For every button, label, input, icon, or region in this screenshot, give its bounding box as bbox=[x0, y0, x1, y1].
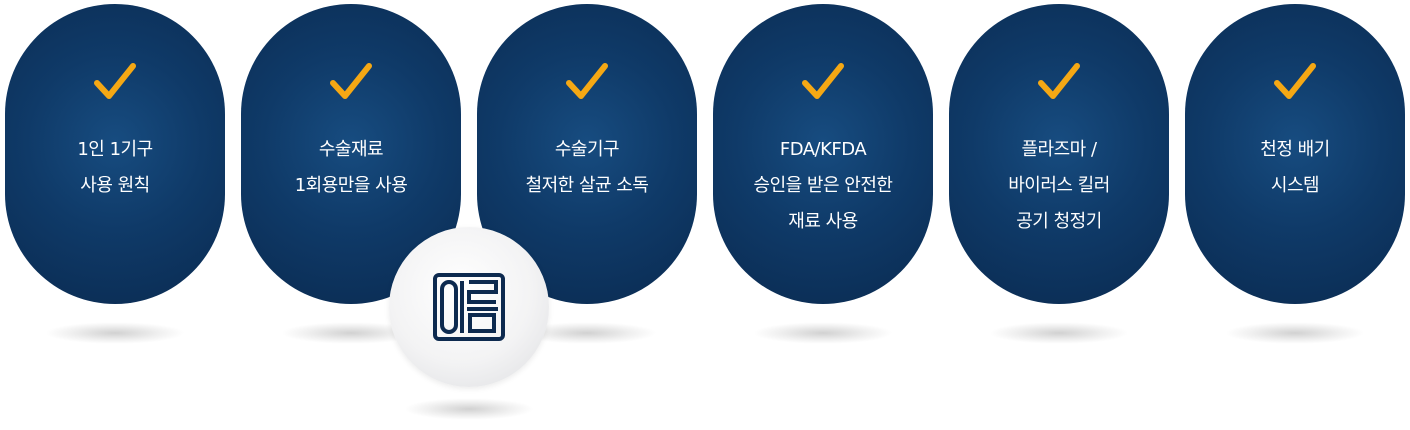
check-icon bbox=[330, 63, 372, 99]
feature-line: 1회용만을 사용 bbox=[294, 175, 408, 196]
feature-card-4: FDA/KFDA 승인을 받은 안전한 재료 사용 bbox=[713, 4, 933, 304]
card-shadow bbox=[45, 322, 185, 344]
check-icon bbox=[566, 63, 608, 99]
feature-line: 수술기구 bbox=[554, 139, 620, 160]
check-icon bbox=[1274, 63, 1316, 99]
feature-line: FDA/KFDA bbox=[779, 139, 867, 160]
card-shadow bbox=[989, 322, 1129, 344]
check-icon bbox=[1038, 63, 1080, 99]
feature-card-1: 1인 1기구 사용 원칙 bbox=[5, 4, 225, 304]
feature-line: 수술재료 bbox=[318, 139, 384, 160]
feature-card-5: 플라즈마 / 바이러스 킬러 공기 청정기 bbox=[949, 4, 1169, 304]
brand-logo-badge bbox=[389, 227, 549, 387]
feature-line: 플라즈마 / bbox=[1021, 139, 1097, 160]
brand-logo-icon bbox=[433, 273, 505, 341]
feature-text: 1인 1기구 사용 원칙 bbox=[5, 132, 225, 204]
feature-line: 시스템 bbox=[1270, 175, 1320, 196]
feature-text: FDA/KFDA 승인을 받은 안전한 재료 사용 bbox=[713, 132, 933, 240]
feature-line: 바이러스 킬러 bbox=[1008, 175, 1110, 196]
feature-card-6: 천정 배기 시스템 bbox=[1185, 4, 1405, 304]
card-shadow bbox=[1225, 322, 1365, 344]
feature-text: 천정 배기 시스템 bbox=[1185, 132, 1405, 204]
card-shadow bbox=[753, 322, 893, 344]
feature-text: 수술재료 1회용만을 사용 bbox=[241, 132, 461, 204]
card-shadow bbox=[517, 322, 657, 344]
feature-text: 수술기구 철저한 살균 소독 bbox=[477, 132, 697, 204]
feature-text: 플라즈마 / 바이러스 킬러 공기 청정기 bbox=[949, 132, 1169, 240]
badge-shadow bbox=[404, 398, 534, 420]
feature-line: 천정 배기 bbox=[1260, 139, 1330, 160]
feature-line: 승인을 받은 안전한 bbox=[753, 175, 893, 196]
check-icon bbox=[802, 63, 844, 99]
check-icon bbox=[94, 63, 136, 99]
feature-line: 재료 사용 bbox=[788, 211, 858, 232]
card-shadow bbox=[281, 322, 421, 344]
feature-line: 사용 원칙 bbox=[80, 175, 150, 196]
feature-line: 철저한 살균 소독 bbox=[525, 175, 649, 196]
feature-line: 1인 1기구 bbox=[77, 139, 153, 160]
feature-card-2: 수술재료 1회용만을 사용 bbox=[241, 4, 461, 304]
feature-line: 공기 청정기 bbox=[1016, 211, 1102, 232]
